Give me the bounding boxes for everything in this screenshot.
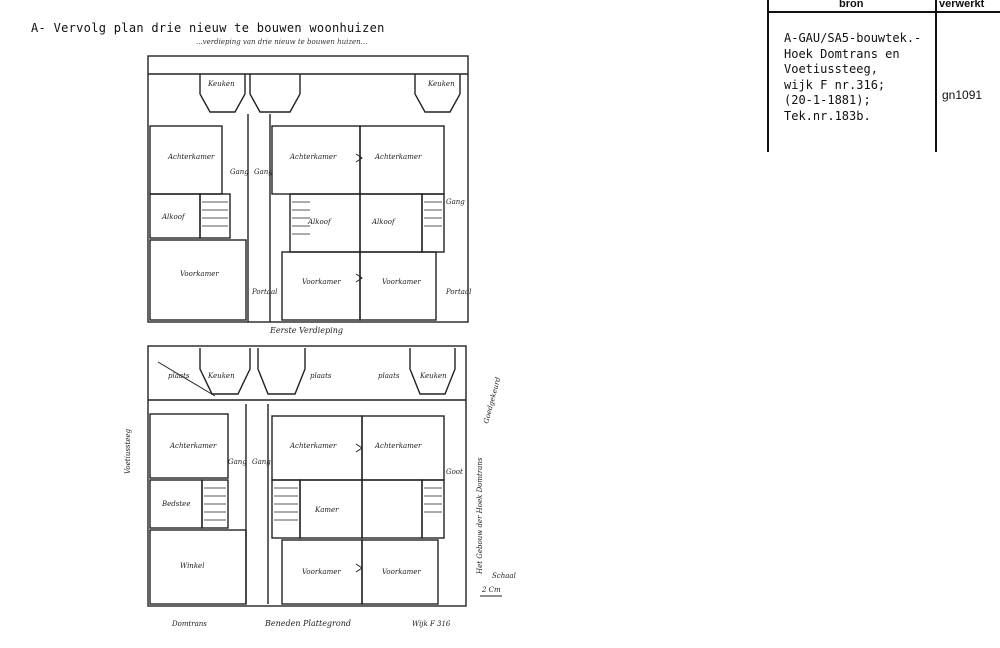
bron-line: wijk F nr.316; [784, 77, 886, 92]
room-label: Bedstee [161, 500, 190, 508]
table-divider [935, 0, 937, 152]
scale-label: Schaal [492, 572, 516, 580]
table-divider [767, 0, 769, 152]
room-label: Keuken [207, 372, 235, 380]
bron-line: Hoek Domtrans en [784, 46, 900, 61]
room-label: Alkoof [307, 218, 332, 226]
room-label: Achterkamer [289, 442, 337, 450]
room-label: Gang [446, 198, 465, 206]
bron-line: (20-1-1881); [784, 93, 871, 107]
room-label: Achterkamer [167, 153, 215, 161]
header-bron: bron [839, 0, 864, 10]
bron-value: A-GAU/SA5-bouwtek.- Hoek Domtrans en Voe… [784, 31, 921, 124]
room-label: Alkoof [371, 218, 396, 226]
plan-caption: Eerste Verdieping [269, 326, 343, 335]
table-header-rule [767, 11, 1000, 13]
room-label: Portaal [445, 288, 471, 296]
room-label: Achterkamer [289, 153, 337, 161]
room-label: Winkel [180, 562, 204, 570]
room-label: Voorkamer [302, 568, 341, 576]
header-verwerkt: verwerkt [939, 0, 985, 10]
room-label: Achterkamer [374, 442, 422, 450]
room-label: Voorkamer [302, 278, 341, 286]
wijk-label: Wijk F 316 [412, 620, 451, 628]
source-table: bron verwerkt A-GAU/SA5-bouwtek.- Hoek D… [767, 0, 1000, 152]
room-label: Achterkamer [169, 442, 217, 450]
room-label: Gang [252, 458, 271, 466]
street-label: Voetiussteeg [124, 428, 132, 474]
room-label: Gang [254, 168, 273, 176]
room-label: Gang [228, 458, 247, 466]
room-label: Keuken [427, 80, 455, 88]
signature: Goedgekeurd [482, 376, 502, 425]
room-label: Portaal [251, 288, 277, 296]
bron-line: A-GAU/SA5-bouwtek.- [784, 31, 922, 45]
room-label: Voorkamer [382, 568, 421, 576]
room-label: plaats [310, 372, 332, 380]
document-title: A- Vervolg plan drie nieuw te bouwen woo… [31, 21, 385, 35]
room-label: Keuken [207, 80, 235, 88]
room-label: Alkoof [161, 213, 186, 221]
room-label: Voorkamer [180, 270, 219, 278]
room-label: Gang [230, 168, 249, 176]
floor-plan-drawing: Keuken Keuken Achterkamer Achterkamer Ac… [124, 55, 516, 628]
verwerkt-value: gn1091 [942, 88, 983, 102]
scale-value: 2 Cm [481, 586, 501, 594]
side-note: Het Gebouw der Hoek Domtrans [476, 457, 484, 575]
street-label: Domtrans [171, 620, 207, 628]
room-label: plaats [378, 372, 400, 380]
room-label: Goot [446, 468, 463, 476]
room-label: Voorkamer [382, 278, 421, 286]
room-label: Achterkamer [374, 153, 422, 161]
bron-line: Voetiussteeg, [784, 62, 878, 76]
room-label: plaats [168, 372, 190, 380]
plan-caption: Beneden Plattegrond [264, 619, 351, 628]
lower-floor-plan [147, 153, 467, 607]
room-label: Keuken [419, 372, 447, 380]
room-label: Kamer [314, 506, 339, 514]
upper-floor-plan [147, 55, 469, 323]
drawing-subtitle: ...verdieping van drie nieuw te bouwen h… [196, 38, 368, 46]
bron-line: Tek.nr.183b. [784, 108, 871, 123]
